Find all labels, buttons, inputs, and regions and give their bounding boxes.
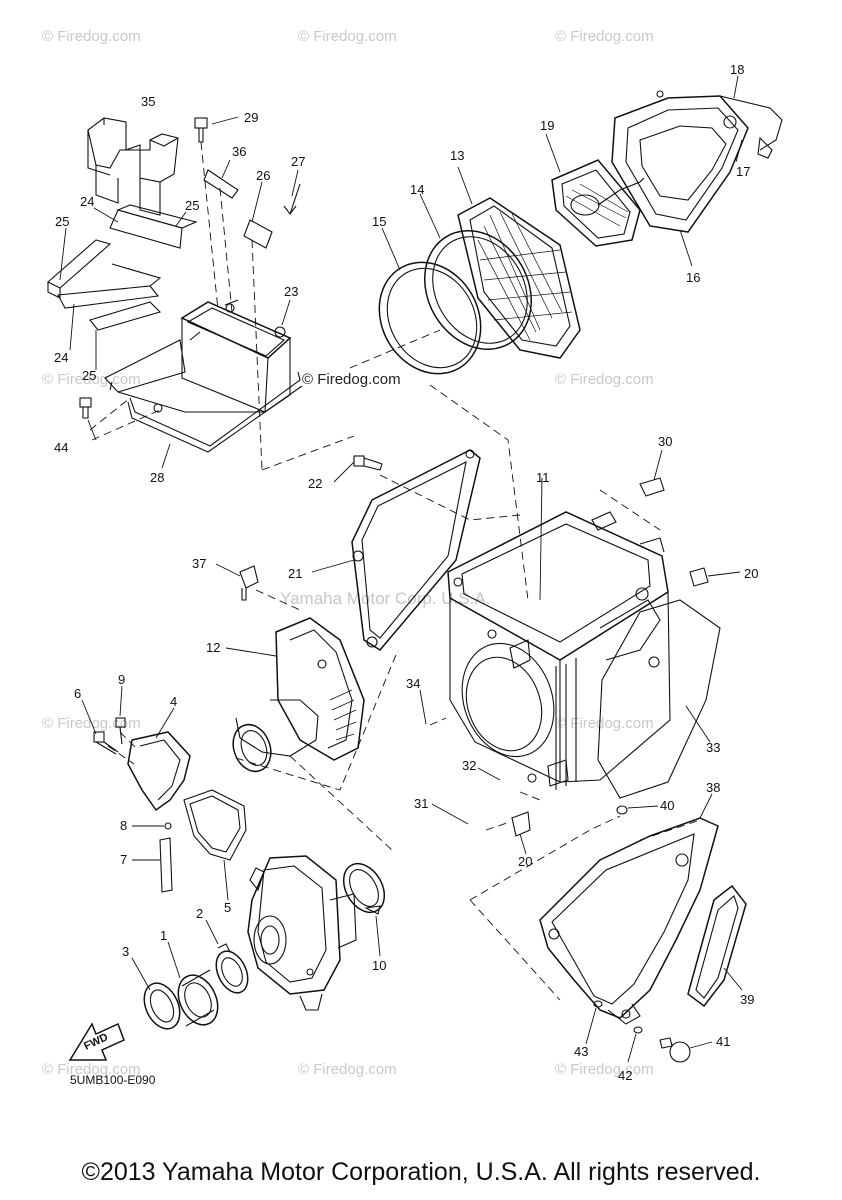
part-labels: 35 29 36 27 26 24 25 25 23 24 25 44 28 1… bbox=[54, 62, 758, 1083]
gasket-33-drawing bbox=[597, 599, 721, 799]
part-label: 34 bbox=[406, 676, 420, 691]
part-label: 11 bbox=[536, 470, 550, 485]
part-label: 3 bbox=[122, 944, 129, 959]
watermark: © Firedog.com bbox=[298, 28, 397, 45]
part-label: 29 bbox=[244, 110, 258, 125]
part-label: 20 bbox=[744, 566, 758, 581]
part-label: 26 bbox=[256, 168, 270, 183]
intake-boot-drawing bbox=[232, 617, 365, 773]
watermark: © Firedog.com bbox=[42, 28, 141, 45]
part-label: 24 bbox=[80, 194, 94, 209]
part-label: 39 bbox=[740, 992, 754, 1007]
part-label: 19 bbox=[540, 118, 554, 133]
part-label: 35 bbox=[141, 94, 155, 109]
part-label: 24 bbox=[54, 350, 68, 365]
part-label: 4 bbox=[170, 694, 177, 709]
part-label: 27 bbox=[291, 154, 305, 169]
holder-frame-drawing bbox=[351, 449, 481, 651]
part-37-drawing bbox=[239, 565, 259, 601]
part-label: 25 bbox=[185, 198, 199, 213]
part-label: 33 bbox=[706, 740, 720, 755]
airbox-tray-drawing bbox=[104, 299, 303, 453]
filter-frame-drawing bbox=[457, 197, 581, 359]
part-label: 21 bbox=[288, 566, 302, 581]
part-label: 22 bbox=[308, 476, 322, 491]
part-label: 17 bbox=[736, 164, 750, 179]
part-label: 42 bbox=[618, 1068, 632, 1083]
carburetor-drawing bbox=[247, 855, 357, 1011]
side-cover-drawing bbox=[539, 817, 719, 1025]
watermark-grid: © Firedog.com © Firedog.com © Firedog.co… bbox=[42, 28, 654, 1078]
watermark: © Firedog.com bbox=[298, 1061, 397, 1078]
part-label: 16 bbox=[686, 270, 700, 285]
diagram-code: 5UMB100-E090 bbox=[70, 1073, 156, 1087]
plates-drawing bbox=[47, 204, 198, 331]
part-label: 20 bbox=[518, 854, 532, 869]
watermark: © Firedog.com bbox=[42, 371, 141, 388]
part-label: 14 bbox=[410, 182, 424, 197]
part-label: 40 bbox=[660, 798, 674, 813]
copyright-notice: ©2013 Yamaha Motor Corporation, U.S.A. A… bbox=[81, 1158, 761, 1186]
part-label: 7 bbox=[120, 852, 127, 867]
part-label: 13 bbox=[450, 148, 464, 163]
part-label: 37 bbox=[192, 556, 206, 571]
clamp-10-drawing bbox=[342, 863, 386, 915]
part-label: 23 bbox=[284, 284, 298, 299]
fwd-arrow-icon: FWD bbox=[68, 1022, 125, 1061]
gasket-5-drawing bbox=[183, 789, 247, 861]
carb-top-drawing bbox=[93, 717, 191, 812]
part-label: 5 bbox=[224, 900, 231, 915]
rings-drawing bbox=[378, 230, 533, 375]
fasteners-drawing bbox=[593, 805, 691, 1063]
intake-joint-drawing bbox=[143, 943, 249, 1030]
part-label: 41 bbox=[716, 1034, 730, 1049]
watermark: © Firedog.com bbox=[555, 1061, 654, 1078]
watermark: © Firedog.com bbox=[555, 715, 654, 732]
part-label: 28 bbox=[150, 470, 164, 485]
part-label: 30 bbox=[658, 434, 672, 449]
part-label: 32 bbox=[462, 758, 476, 773]
part-label: 38 bbox=[706, 780, 720, 795]
part-label: 12 bbox=[206, 640, 220, 655]
part-label: 8 bbox=[120, 818, 127, 833]
watermark: © Firedog.com bbox=[555, 28, 654, 45]
part-label: 1 bbox=[160, 928, 167, 943]
filter-cover-drawing bbox=[611, 90, 783, 233]
part-label: 15 bbox=[372, 214, 386, 229]
part-label: 2 bbox=[196, 906, 203, 921]
bolts-brackets-drawing bbox=[194, 117, 301, 471]
watermark: © Firedog.com bbox=[555, 371, 654, 388]
parts-7-8-drawing bbox=[159, 822, 173, 893]
leader-lines bbox=[59, 75, 743, 1063]
part-label: 6 bbox=[74, 686, 81, 701]
part-label: 43 bbox=[574, 1044, 588, 1059]
assembly-lines bbox=[107, 329, 701, 1001]
airbox-drawing bbox=[447, 511, 671, 790]
part-label: 25 bbox=[82, 368, 96, 383]
filter-element-drawing bbox=[551, 159, 645, 247]
part-label: 25 bbox=[55, 214, 69, 229]
filter-guard-drawing bbox=[87, 117, 179, 216]
part-label: 18 bbox=[730, 62, 744, 77]
part-label: 9 bbox=[118, 672, 125, 687]
part-label: 10 bbox=[372, 958, 386, 973]
part-label: 36 bbox=[232, 144, 246, 159]
part-label: 31 bbox=[414, 796, 428, 811]
watermark-center: © Firedog.com bbox=[302, 371, 401, 388]
side-pad-drawing bbox=[687, 884, 747, 1008]
center-watermark: Yamaha Motor Corp. U.S.A. bbox=[280, 589, 490, 608]
clips-drawing bbox=[511, 477, 709, 837]
watermark: © Firedog.com bbox=[42, 1061, 141, 1078]
part-label: 44 bbox=[54, 440, 68, 455]
bolt-44-drawing bbox=[79, 397, 161, 441]
bolt-22-drawing bbox=[353, 455, 383, 471]
